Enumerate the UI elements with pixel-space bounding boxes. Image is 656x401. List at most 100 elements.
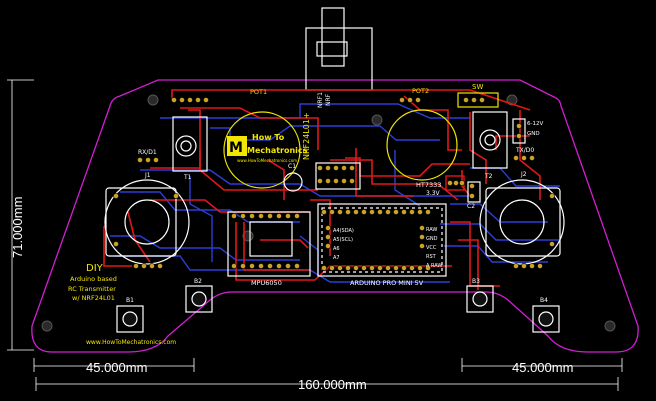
pad [516, 123, 522, 129]
label-3v3: 3.3V [426, 190, 441, 197]
pad [345, 209, 351, 215]
pad [415, 97, 421, 103]
howto-logo: M How To Mechatronics www.HowToMechatron… [227, 133, 308, 163]
pad [231, 213, 237, 219]
pad [317, 178, 323, 184]
pad [409, 209, 415, 215]
pad [203, 97, 209, 103]
pad [419, 225, 425, 231]
pad [459, 180, 465, 186]
pad [369, 209, 375, 215]
logo-url: www.HowToMechatronics.com [237, 158, 297, 163]
pad [325, 178, 331, 184]
pad [325, 165, 331, 171]
pad [325, 225, 331, 231]
pad [447, 180, 453, 186]
dim-total-width: 160.000mm [298, 377, 367, 392]
pad [417, 209, 423, 215]
label-b1: B1 [126, 297, 134, 304]
pad [153, 157, 159, 163]
pad [294, 213, 300, 219]
label-j1: J1 [144, 172, 151, 179]
pads [113, 97, 555, 271]
pad [173, 193, 179, 199]
desc-line3: w/ NRF24L01 [72, 294, 115, 302]
pin-a4: A4(SDA) [333, 228, 354, 234]
project-text: DIY Arduino based RC Transmitter w/ NRF2… [68, 263, 176, 346]
pad [231, 263, 237, 269]
pad [240, 213, 246, 219]
pad [361, 265, 367, 271]
pad [345, 265, 351, 271]
pad [385, 265, 391, 271]
pad [187, 97, 193, 103]
pad [149, 263, 155, 269]
pad [529, 263, 535, 269]
pad [469, 193, 475, 199]
pin-raw: RAW [426, 227, 437, 233]
pad [479, 97, 485, 103]
trim-t1 [172, 116, 208, 172]
pin-vcc: VCC [426, 245, 437, 251]
pad [258, 213, 264, 219]
pad [337, 265, 343, 271]
arduino-pro-mini [317, 203, 447, 277]
pad [513, 263, 519, 269]
logo-line2: Mechatronics [247, 146, 308, 155]
pad [113, 241, 119, 247]
pad [353, 209, 359, 215]
pad [333, 165, 339, 171]
component-labels: POT1 POT2 SW NRF1 NRF NRF24L01+ RX/D1 TX… [126, 83, 548, 304]
pad [399, 97, 405, 103]
pad [417, 265, 423, 271]
pad [521, 155, 527, 161]
pad [471, 97, 477, 103]
pad [337, 209, 343, 215]
pin-a5: A5(SCL) [333, 237, 353, 243]
pad [341, 165, 347, 171]
pad [133, 263, 139, 269]
pad [377, 265, 383, 271]
switch-sw [457, 92, 499, 108]
pad [369, 265, 375, 271]
pad [329, 265, 335, 271]
pad [276, 263, 282, 269]
pad [521, 263, 527, 269]
footer-url: www.HowToMechatronics.com [86, 339, 176, 346]
pad [393, 209, 399, 215]
pad [157, 263, 163, 269]
joystick-j1 [104, 179, 190, 265]
pad [267, 213, 273, 219]
dim-right-width: 45.000mm [512, 360, 573, 375]
pad [333, 178, 339, 184]
power-connector [512, 118, 526, 144]
pad [321, 209, 327, 215]
pad [179, 97, 185, 103]
pad [393, 265, 399, 271]
pad [137, 157, 143, 163]
pad [240, 263, 246, 269]
label-c1: C1 [288, 163, 296, 170]
pad [267, 263, 273, 269]
pad [463, 97, 469, 103]
pad [145, 157, 151, 163]
label-c2: C2 [467, 203, 475, 210]
pad [453, 180, 459, 186]
arduino-pin-labels: A4(SDA) A5(SCL) A6 A7 RAW GND VCC RST A … [333, 227, 442, 269]
pad [349, 178, 355, 184]
pad [276, 213, 282, 219]
label-pot2: POT2 [412, 87, 429, 95]
nrf-antenna [305, 7, 373, 91]
nrf-header [315, 162, 361, 190]
label-6-12v: 6-12V [527, 121, 543, 127]
label-ht7333: HT7333 [416, 181, 441, 189]
pot-circles [223, 109, 458, 189]
label-b3: B3 [472, 278, 480, 285]
label-t2: T2 [484, 173, 493, 180]
label-t1: T1 [183, 174, 192, 181]
pin-a6: A6 [333, 246, 340, 252]
mpu6050-module [227, 211, 311, 277]
pad [285, 213, 291, 219]
desc-line1: Arduino based [70, 275, 117, 283]
